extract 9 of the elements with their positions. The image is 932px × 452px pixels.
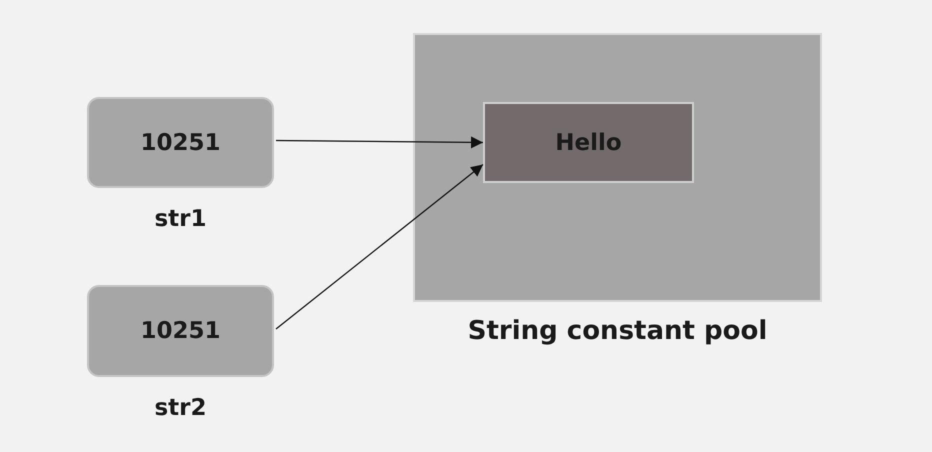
variable-name: str2 (153, 395, 208, 421)
arrow (276, 136, 483, 148)
pool-heading: String constant pool (466, 316, 768, 346)
variable-name: str1 (153, 206, 208, 232)
variable-box: 10251 (87, 97, 274, 188)
variable-box: 10251 (87, 285, 274, 377)
pool-panel (413, 33, 822, 302)
arrow (276, 164, 484, 330)
value-box: Hello (483, 102, 694, 183)
